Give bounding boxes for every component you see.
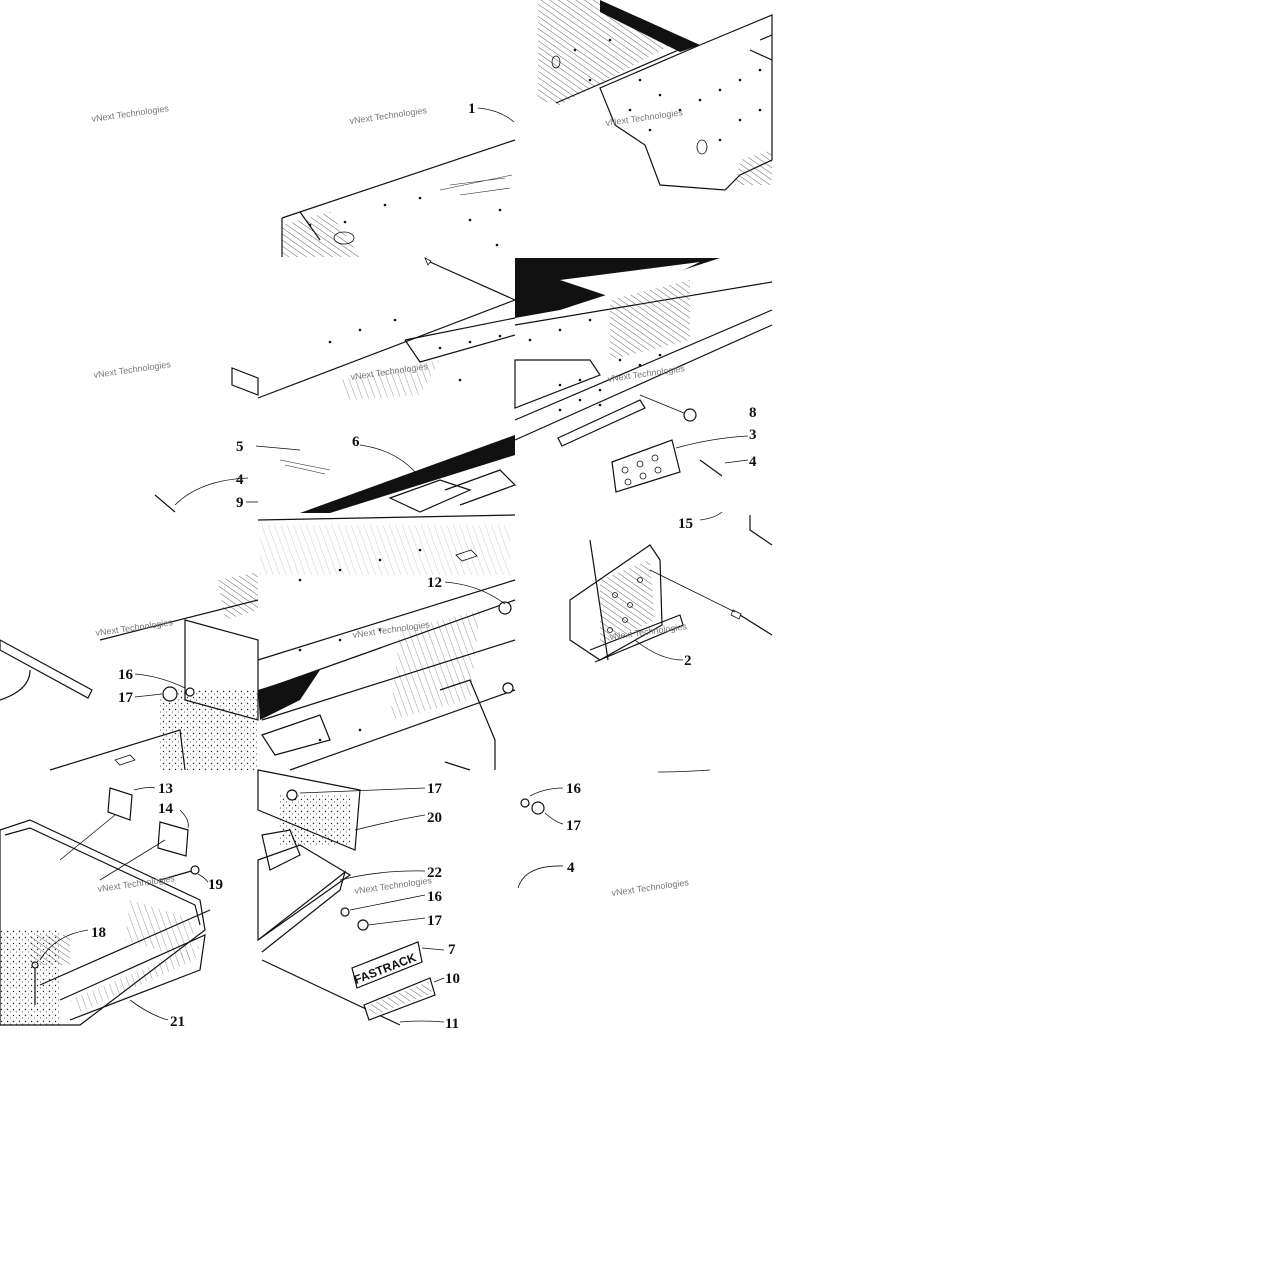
callout-labels: 1 2 3 4 4 4 5 6 7 8 9 10 11 12 13 14 15 … (91, 101, 757, 1032)
callout-16: 16 (427, 889, 443, 905)
tile-top-right (538, 0, 773, 191)
callout-15: 15 (678, 516, 693, 532)
callout-10: 10 (445, 971, 460, 987)
callout-5: 5 (236, 439, 244, 455)
callout-19: 19 (208, 877, 223, 893)
watermark-text: vNext Technologies (95, 617, 174, 638)
watermark-text: vNext Technologies (611, 877, 690, 898)
callout-16: 16 (566, 781, 582, 797)
callout-14: 14 (158, 801, 174, 817)
watermark-text: vNext Technologies (354, 875, 433, 896)
tile-middle-row (154, 243, 773, 513)
tile-lower-row (0, 511, 773, 771)
callout-17: 17 (118, 690, 134, 706)
callout-7: 7 (448, 942, 456, 958)
callout-4: 4 (236, 472, 244, 488)
callout-17: 17 (427, 913, 443, 929)
callout-6: 6 (352, 434, 360, 450)
callout-21: 21 (170, 1014, 185, 1030)
callout-11: 11 (445, 1016, 459, 1032)
callout-4: 4 (567, 860, 575, 876)
callout-1: 1 (468, 101, 476, 117)
callout-18: 18 (91, 925, 106, 941)
tile-top-middle (281, 107, 516, 257)
watermark-text: vNext Technologies (93, 359, 172, 380)
watermarks: vNext Technologies vNext Technologies vN… (91, 103, 690, 898)
callout-12: 12 (427, 575, 442, 591)
callout-9: 9 (236, 495, 244, 511)
fastrack-decal: FASTRACK (351, 941, 423, 989)
callout-8: 8 (749, 405, 757, 421)
callout-4: 4 (749, 454, 757, 470)
callout-17: 17 (427, 781, 443, 797)
callout-16: 16 (118, 667, 134, 683)
callout-22: 22 (427, 865, 442, 881)
callout-17: 17 (566, 818, 582, 834)
tile-bottom-row: FASTRACK (0, 769, 711, 1026)
watermark-text: vNext Technologies (349, 105, 428, 126)
callout-20: 20 (427, 810, 442, 826)
callout-3: 3 (749, 427, 757, 443)
watermark-text: vNext Technologies (91, 103, 170, 124)
callout-2: 2 (684, 653, 692, 669)
callout-13: 13 (158, 781, 173, 797)
